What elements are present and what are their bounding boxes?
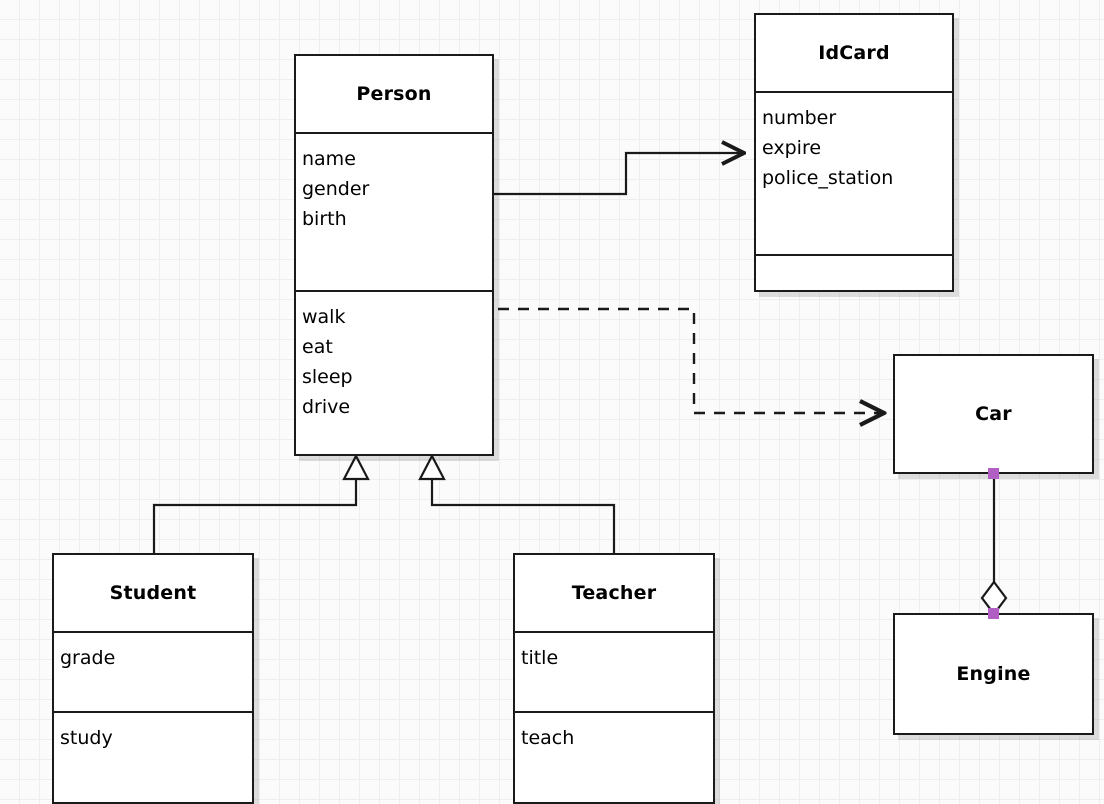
class-box-idcard[interactable]: IdCard number expire police_station [754,13,954,292]
class-attributes-person: name gender birth [296,132,492,290]
attribute-item: name [302,148,356,170]
operation-item: teach [521,727,575,749]
class-operations-person: walk eat sleep drive [296,290,492,458]
class-box-car[interactable]: Car [893,354,1094,474]
edge-teacher-person[interactable] [418,453,616,553]
class-operations-idcard [756,254,952,290]
class-attributes-teacher: title [515,631,713,711]
class-name-student: Student [109,582,197,604]
class-name-engine: Engine [956,663,1031,685]
edge-car-engine[interactable] [980,474,1008,616]
class-operations-teacher: teach [515,711,713,804]
attribute-item: grade [60,647,116,669]
class-name-person: Person [356,83,432,105]
operation-item: drive [302,396,351,418]
class-operations-student: study [54,711,252,804]
edge-student-person[interactable] [152,453,370,553]
operation-item: study [60,727,113,749]
class-attributes-student: grade [54,631,252,711]
edge-handle-car[interactable] [988,468,999,479]
class-name-teacher: Teacher [571,582,657,604]
class-name-idcard: IdCard [818,42,890,64]
operation-item: sleep [302,366,353,388]
edge-person-car[interactable] [498,307,884,413]
attribute-item: police_station [762,167,894,189]
class-box-student[interactable]: Student grade study [52,553,254,804]
edge-person-idcard[interactable] [494,153,744,196]
operation-item: walk [302,306,346,328]
attribute-item: expire [762,137,822,159]
attribute-item: gender [302,178,370,200]
class-name-car: Car [975,403,1012,425]
class-box-person[interactable]: Person name gender birth walk eat sleep … [294,54,494,456]
attribute-item: number [762,107,837,129]
class-attributes-idcard: number expire police_station [756,91,952,254]
class-box-teacher[interactable]: Teacher title teach [513,553,715,804]
class-box-engine[interactable]: Engine [893,613,1094,735]
attribute-item: birth [302,208,347,230]
attribute-item: title [521,647,559,669]
edge-handle-engine[interactable] [988,608,999,619]
operation-item: eat [302,336,333,358]
